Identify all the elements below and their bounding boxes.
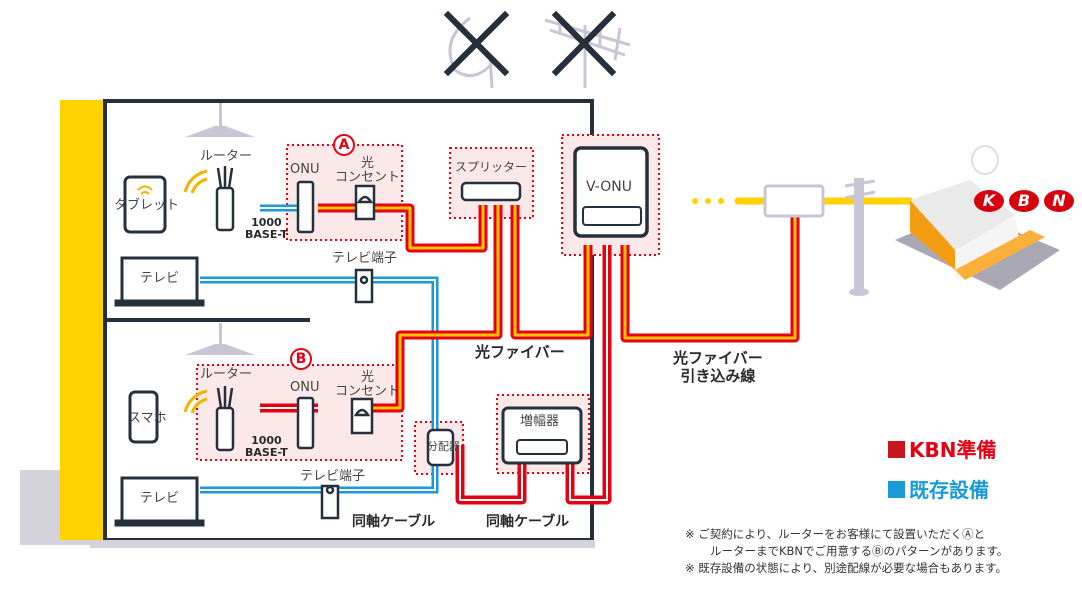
- uhf-antenna-icon: [544, 18, 631, 88]
- onu-label-b: ONU: [290, 380, 320, 395]
- tablet-label: タブレット: [114, 198, 180, 213]
- optical-outlet-label-b: 光 コンセント: [335, 370, 401, 399]
- tablet-icon: [123, 175, 167, 234]
- coax-label-1: 同軸ケーブル: [352, 514, 436, 530]
- fiber-label: 光ファイバー: [475, 343, 565, 361]
- kbn-logo-k: K: [974, 190, 1004, 212]
- outside-line: [692, 178, 914, 296]
- kbn-logo-b: B: [1009, 190, 1039, 212]
- wifi-signal-icon: [183, 169, 208, 414]
- amplifier-label: 増幅器: [520, 414, 560, 429]
- onu-icon: [296, 180, 315, 450]
- amplifier-icon: [501, 406, 583, 465]
- router-icon: [215, 166, 235, 452]
- onu-label-a: ONU: [290, 162, 320, 177]
- v-onu-icon: [573, 146, 649, 238]
- drop-fiber-label: 光ファイバー 引き込み線: [673, 349, 763, 385]
- utility-pole-icon: [854, 178, 864, 290]
- coax-label-2: 同軸ケーブル: [486, 514, 570, 530]
- link-speed-label-a: 1000 BASE-T: [245, 216, 288, 241]
- splitter-icon: [460, 181, 522, 202]
- legend-item-kbn: KBN準備: [888, 434, 996, 463]
- zone-b-badge: B: [290, 348, 312, 370]
- smartphone-label: スマホ: [128, 411, 167, 426]
- legend-item-existing: 既存設備: [888, 474, 989, 503]
- legend-swatch-blue: [888, 481, 905, 498]
- legend-swatch-red: [888, 441, 905, 458]
- note-line-1: ※ ご契約により、ルーターをお客様にて設置いただくⒶと: [685, 527, 986, 541]
- note-line-2: ルーターまでKBNでご用意するⒷのパターンがあります。: [710, 544, 1009, 558]
- optical-outlet-icon: [350, 184, 376, 435]
- router-label-b: ルーター: [200, 367, 253, 382]
- tv-outlet-label-a: テレビ端子: [332, 251, 398, 266]
- kbn-logo-n: N: [1044, 190, 1074, 212]
- splitter-label: スプリッター: [455, 160, 528, 174]
- distributor-icon: [426, 428, 455, 467]
- tv-outlet-icon: [320, 268, 374, 520]
- tv-label-a: テレビ: [140, 271, 180, 286]
- optical-outlet-label-a: 光 コンセント: [335, 156, 401, 185]
- tv-icon: [114, 256, 205, 527]
- ceiling-light-icon: [185, 103, 255, 355]
- v-onu-label: V-ONU: [586, 179, 632, 195]
- zone-a-badge: A: [333, 134, 355, 156]
- removed-x-mark: [443, 10, 617, 77]
- router-label-a: ルーター: [200, 149, 253, 164]
- kbn-building-icon: [895, 145, 1060, 290]
- distributor-label: 分配器: [427, 440, 460, 453]
- closure-box-icon: [763, 184, 825, 218]
- fiber-cable: [260, 203, 800, 505]
- link-speed-label-b: 1000 BASE-T: [245, 434, 288, 459]
- note-line-3: ※ 既存設備の状態により、別途配線が必要な場合もあります。: [685, 561, 1007, 575]
- tv-outlet-label-b: テレビ端子: [300, 469, 366, 484]
- smartphone-icon: [128, 390, 159, 444]
- tv-label-b: テレビ: [140, 491, 180, 506]
